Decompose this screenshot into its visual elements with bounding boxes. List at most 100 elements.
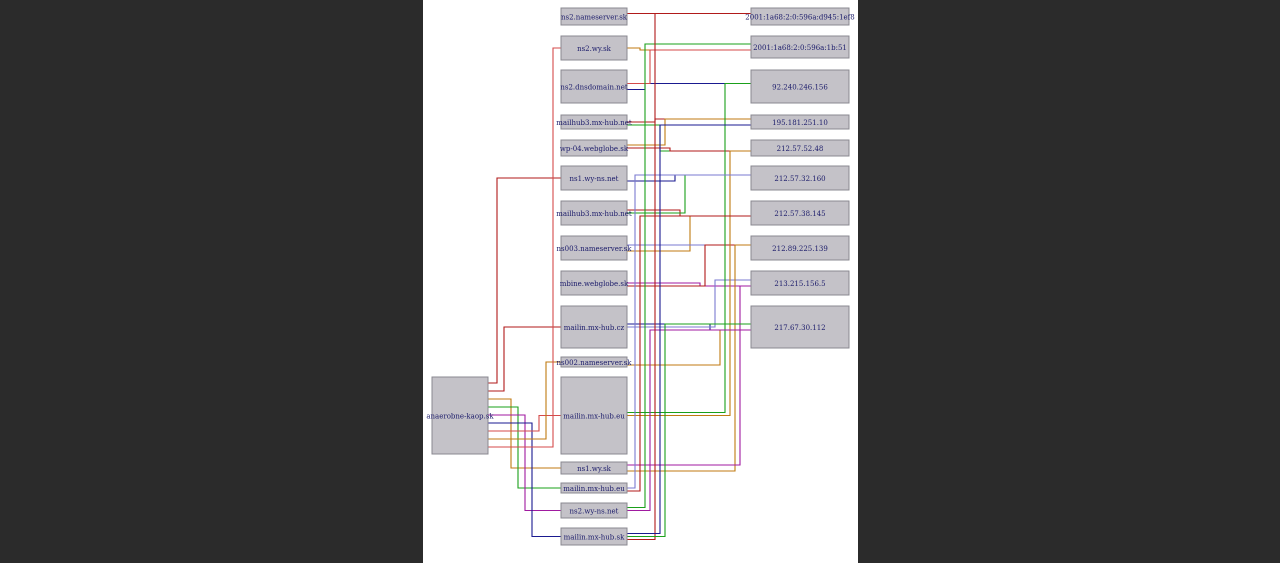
edge-center	[488, 414, 561, 432]
host-node: ns2.dnsdomain.net	[560, 69, 628, 104]
ip-node-box	[750, 165, 850, 191]
ip-node: 212.57.32.160	[750, 165, 850, 191]
dependency-graph: anaerobne-kaop.sk ns2.nameserver.sk ns2.wy…	[423, 0, 858, 563]
ip-node: 212.57.38.145	[750, 200, 850, 226]
host-node-box	[560, 235, 628, 261]
host-node: ns1.wy-ns.net	[560, 165, 628, 191]
ip-node: 213.215.156.5	[750, 270, 850, 296]
ip-node-label: 212.57.32.160	[774, 175, 825, 183]
edge-center	[488, 398, 561, 469]
ip-node-box	[750, 305, 850, 349]
ip-node: 92.240.246.156	[750, 69, 850, 104]
ip-node-label: 212.89.225.139	[772, 245, 828, 253]
center-node: anaerobne-kaop.sk	[426, 376, 494, 455]
ip-node: 212.89.225.139	[750, 235, 850, 261]
host-node: mailhub3.mx-hub.net	[556, 200, 632, 226]
host-node-box	[560, 200, 628, 226]
ip-node-box	[750, 235, 850, 261]
host-node-label: ns2.wy-ns.net	[570, 508, 619, 516]
edge-link	[627, 215, 751, 252]
host-node-box	[560, 270, 628, 296]
edge-link	[627, 174, 751, 489]
host-node: mailin.mx-hub.eu	[560, 376, 628, 455]
edge-center	[488, 414, 561, 512]
edge-link	[627, 323, 751, 538]
ip-node-label: 2001:1a68:2:0:596a:1b:51	[753, 44, 847, 52]
host-node-box	[560, 482, 628, 494]
host-node: ns2.wy-ns.net	[560, 502, 628, 519]
host-node-label: ns003.nameserver.sk	[557, 245, 633, 253]
ip-node-label: 217.67.30.112	[774, 324, 825, 332]
edge-link	[627, 150, 751, 417]
host-node: mailin.mx-hub.eu	[560, 482, 628, 494]
host-node: ns003.nameserver.sk	[557, 235, 633, 261]
host-node: wp-04.webglobe.sk	[560, 139, 629, 157]
host-node-box	[560, 165, 628, 191]
host-node-box	[560, 139, 628, 157]
ip-node: 212.57.52.48	[750, 139, 850, 157]
host-node: mailin.mx-hub.cz	[560, 305, 628, 349]
host-node-label: mailin.mx-hub.eu	[563, 485, 625, 493]
ip-node: 2001:1a68:2:0:596a:d945:1ef8	[745, 7, 855, 26]
edge-link	[627, 285, 751, 466]
ip-node-box	[750, 35, 850, 59]
host-node: ns002.nameserver.sk	[557, 356, 633, 368]
ip-node: 217.67.30.112	[750, 305, 850, 349]
ip-node-box	[750, 200, 850, 226]
host-node-box	[560, 527, 628, 546]
edge-link	[627, 82, 751, 91]
ip-node-box	[750, 139, 850, 157]
ip-node-label: 2001:1a68:2:0:596a:d945:1ef8	[745, 14, 854, 22]
host-node-label: ns002.nameserver.sk	[557, 359, 633, 367]
host-node-label: mailin.mx-hub.eu	[563, 413, 625, 421]
edge-link	[627, 49, 751, 85]
host-node-label: mailin.mx-hub.sk	[564, 534, 625, 542]
graph-svg: anaerobne-kaop.sk ns2.nameserver.sk ns2.wy…	[426, 7, 855, 546]
edge-link	[627, 244, 751, 472]
edge-link	[627, 118, 751, 146]
ip-node-label: 195.181.251.10	[772, 119, 828, 127]
host-node-box	[560, 305, 628, 349]
ip-node-label: 213.215.156.5	[774, 280, 825, 288]
host-node-label: mailhub3.mx-hub.net	[556, 119, 632, 127]
host-node-label: mailin.mx-hub.cz	[564, 324, 625, 332]
host-node-label: ns2.nameserver.sk	[561, 14, 628, 22]
host-node-label: wp-04.webglobe.sk	[560, 145, 629, 153]
host-node-box	[560, 356, 628, 368]
host-node: ns2.nameserver.sk	[560, 7, 628, 26]
host-node: mailin.mx-hub.sk	[560, 527, 628, 546]
edge-link	[627, 124, 751, 535]
host-node-box	[560, 461, 628, 475]
host-node-label: ns2.dnsdomain.net	[560, 84, 627, 92]
host-node-label: ns2.wy.sk	[577, 45, 612, 53]
host-node-label: mbine.webglobe.sk	[560, 280, 629, 288]
host-node-box	[560, 502, 628, 519]
ip-node-box	[750, 114, 850, 130]
edge-center	[488, 326, 561, 392]
edge-center	[488, 177, 561, 384]
edge-center	[488, 47, 561, 448]
host-node-label: ns1.wy.sk	[577, 465, 612, 473]
edge-link	[627, 147, 751, 152]
edge-link	[627, 215, 751, 492]
ip-node-box	[750, 7, 850, 26]
edge-link	[627, 124, 751, 152]
host-node: ns2.wy.sk	[560, 35, 628, 61]
edge-link	[627, 329, 751, 512]
edge-link	[627, 329, 751, 366]
ip-node: 2001:1a68:2:0:596a:1b:51	[750, 35, 850, 59]
edge-link	[627, 82, 751, 414]
host-node-box	[560, 35, 628, 61]
edge-link	[627, 279, 751, 328]
host-node: mbine.webglobe.sk	[560, 270, 629, 296]
edge-link	[627, 174, 751, 182]
ip-node-box	[750, 270, 850, 296]
ip-node: 195.181.251.10	[750, 114, 850, 130]
host-node-label: mailhub3.mx-hub.net	[556, 210, 632, 218]
host-node-label: ns1.wy-ns.net	[570, 175, 619, 183]
center-node-label: anaerobne-kaop.sk	[426, 413, 494, 421]
host-node-box	[560, 376, 628, 455]
host-node-box	[560, 69, 628, 104]
ip-node-label: 212.57.52.48	[777, 145, 824, 153]
center-node-box	[431, 376, 489, 455]
